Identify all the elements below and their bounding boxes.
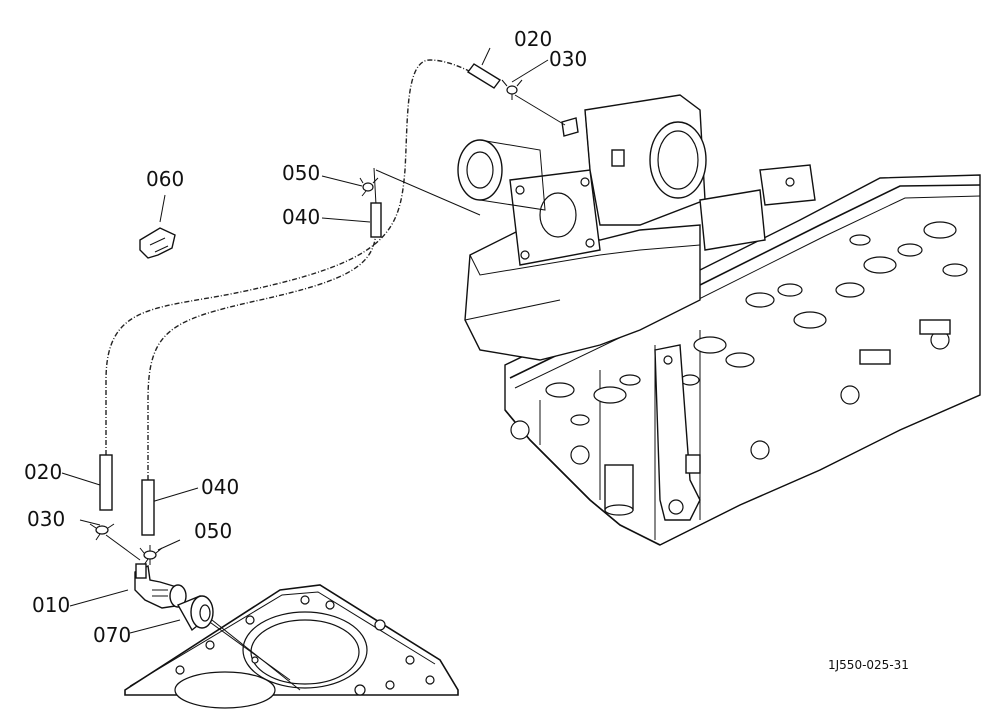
callout-010: 010: [32, 593, 70, 617]
callout-030-top: 030: [549, 47, 587, 71]
callout-060: 060: [146, 167, 184, 191]
callout-040-bottom: 040: [201, 475, 239, 499]
callout-020-bottom: 020: [24, 460, 62, 484]
clip-060: [139, 227, 176, 259]
hose-lines: [105, 59, 479, 480]
callout-070: 070: [93, 623, 131, 647]
drawing-number: 1J550-025-31: [828, 658, 909, 672]
callout-030-bottom: 030: [27, 507, 65, 531]
hose-020-top: [466, 63, 502, 89]
clamp-050-bottom: [139, 547, 163, 566]
hose-040-bottom: [141, 479, 155, 536]
head-ports: [545, 221, 968, 426]
callout-040-top: 040: [282, 205, 320, 229]
clamp-030-top: [501, 79, 523, 100]
fitting-010: [134, 563, 187, 609]
clamp-030-bottom: [89, 523, 115, 541]
hose-040-top: [370, 202, 382, 238]
callout-050-bottom: 050: [194, 519, 232, 543]
cylinder-head-assembly: [504, 174, 981, 546]
callout-050-top: 050: [282, 161, 320, 185]
plug-070: [177, 595, 301, 691]
callout-020-top: 020: [514, 27, 552, 51]
thermostat-housing: [457, 94, 816, 361]
hose-020-bottom: [99, 454, 113, 511]
leader-lines: [61, 47, 566, 681]
clamp-050-top: [359, 177, 379, 197]
